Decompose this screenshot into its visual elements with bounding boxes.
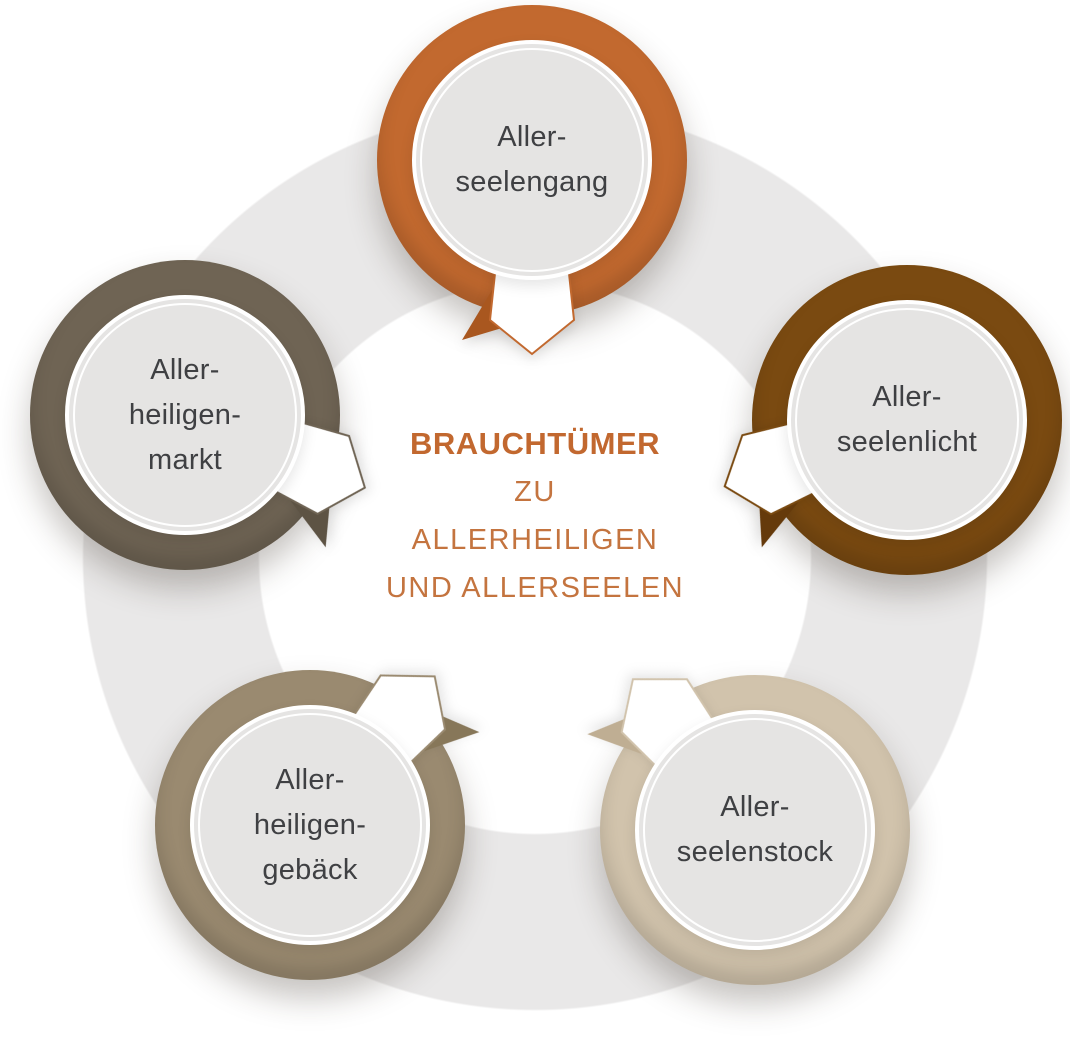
node-label-line: Aller- <box>497 121 567 153</box>
node-label-line: Aller- <box>150 353 220 386</box>
node-label-line: seelenlicht <box>836 426 978 458</box>
node-label-line: seelengang <box>455 166 609 198</box>
node-label: Aller- seelengang <box>416 44 648 276</box>
node-label-line: Aller- <box>720 791 790 823</box>
pointer-arrow-icon <box>587 678 719 773</box>
node-allerseelenstock: Aller- seelenstock <box>587 675 910 985</box>
node-label-line: Aller- <box>872 381 942 413</box>
node-allerseelenlicht: Aller- seelenlicht <box>723 265 1062 575</box>
node-circle: Aller- heiligen- markt <box>65 295 305 535</box>
pointer-arrow-icon <box>462 264 576 356</box>
node-label-line: markt <box>148 443 222 476</box>
node-allerheiligenmarkt: Aller- heiligen- markt <box>30 260 367 570</box>
node-circle: Aller- seelengang <box>412 40 652 280</box>
diagram-title: BRAUCHTÜMER ZU ALLERHEILIGEN UND ALLERSE… <box>325 420 745 612</box>
node-label-line: gebäck <box>262 853 358 886</box>
node-label-line: seelenstock <box>676 836 834 868</box>
node-label: Aller- seelenstock <box>639 714 871 946</box>
pointer-arrow-icon <box>348 674 480 770</box>
diagram-title-line: ZU <box>514 476 556 508</box>
node-circle: Aller- heiligen- gebäck <box>190 705 430 945</box>
node-label: Aller- seelenlicht <box>791 304 1023 536</box>
diagram-title-line: BRAUCHTÜMER <box>409 426 661 461</box>
node-label-line: heiligen- <box>128 398 242 431</box>
node-allerheiligengebaeck: Aller- heiligen- gebäck <box>155 670 480 980</box>
node-label-line: heiligen- <box>253 808 367 841</box>
node-circle: Aller- seelenstock <box>635 710 875 950</box>
diagram-title-line: ALLERHEILIGEN <box>411 524 659 556</box>
node-allerseelengang: Aller- seelengang <box>377 5 687 356</box>
node-label: Aller- heiligen- markt <box>69 299 301 531</box>
diagram-title-line: UND ALLERSEELEN <box>385 572 685 604</box>
node-pointer-arm <box>537 612 973 1048</box>
node-pointer-arm <box>377 5 687 356</box>
node-circle: Aller- seelenlicht <box>787 300 1027 540</box>
node-label-line: Aller- <box>275 763 345 796</box>
node-label: Aller- heiligen- gebäck <box>194 709 426 941</box>
node-pointer-arm <box>92 607 529 1044</box>
